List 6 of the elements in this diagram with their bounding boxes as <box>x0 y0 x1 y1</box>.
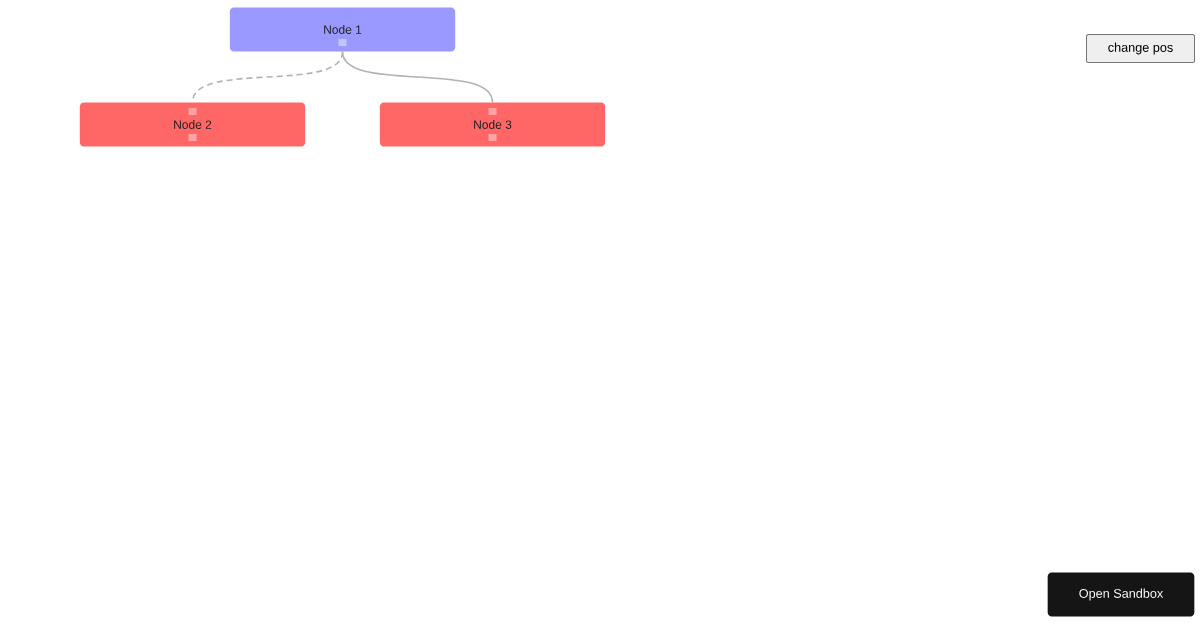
process-box: Node 2 <box>79 102 306 147</box>
button: change pos <box>1086 34 1195 63</box>
button: Open Sandbox <box>1047 572 1195 617</box>
connector-line <box>341 50 494 103</box>
process-box: Node 1 <box>229 7 456 52</box>
process-box: Node 3 <box>379 102 606 147</box>
